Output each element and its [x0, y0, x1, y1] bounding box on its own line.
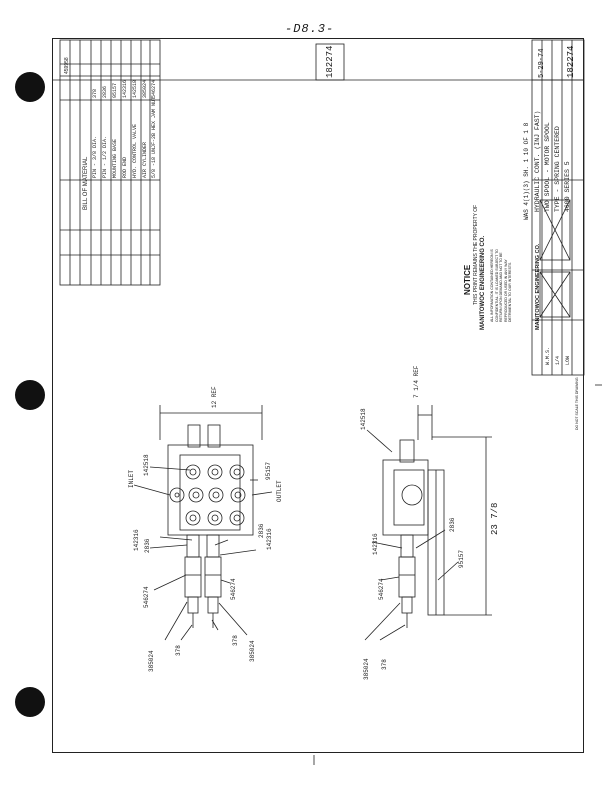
bom-row-3-part: 95157 — [112, 82, 118, 98]
drawing-number-top: 182274 — [325, 45, 335, 78]
callout-outlet: OUTLET — [276, 480, 283, 502]
bom-row-2-desc: PIN - 1/2 DIA. — [102, 135, 108, 178]
bom-row-6-part: 385024 — [142, 79, 148, 98]
bom-row-4-desc: ROD END — [122, 156, 128, 178]
dim-top-ref: 7 1/4 REF — [413, 365, 420, 398]
bom-row-4-part: 142316 — [122, 79, 128, 98]
bom-row-1-part: 378 — [92, 88, 98, 98]
drawing-border — [52, 38, 584, 753]
callout-385024-left-a: 385024 — [148, 650, 155, 672]
callout-142518-right: 142518 — [360, 408, 367, 430]
callout-142316-left-a: 142316 — [133, 529, 140, 551]
callout-546274-left-b: 546274 — [230, 578, 237, 600]
bom-row-2-part: 2836 — [102, 85, 108, 98]
title-line-4: 4600 SERIES 5 — [564, 161, 571, 212]
bom-corner-number: 459958 — [64, 57, 70, 74]
callout-378-left-a: 378 — [175, 645, 182, 656]
binder-hole — [15, 380, 45, 410]
bom-row-7-part: 546274 — [151, 79, 157, 98]
callout-142316-left-b: 142316 — [266, 528, 273, 550]
callout-142518-left: 142518 — [143, 454, 150, 476]
notice-line1: THIS PRINT REMAINS THE PROPERTY OF — [473, 204, 479, 305]
callout-546274-left-a: 546274 — [143, 586, 150, 608]
dim-12-ref: 12 REF — [211, 386, 218, 408]
notice-body: ALL INFORMATION CONTAINED HEREON IS CONF… — [490, 249, 512, 322]
page-label: -D8.3- — [285, 22, 335, 36]
bom-row-5-desc: HYD. CONTROL VALVE — [132, 123, 138, 178]
callout-2836-right: 2836 — [449, 517, 456, 532]
notice-title: NOTICE — [463, 264, 472, 295]
title-line-1: HYDRAULIC CONT. (INJ FAST) — [534, 110, 541, 212]
bom-title: BILL OF MATERIAL — [83, 156, 89, 210]
title-checked: LOW — [565, 355, 571, 365]
title-drawn-by: W.M.S. — [545, 346, 551, 365]
callout-546274-right: 546274 — [378, 578, 385, 600]
title-company: MANITOWOC ENGINEERING CO. — [535, 243, 541, 330]
title-was: WAS 4(1)(3) SH. 1 10 OF 1 8 — [523, 122, 530, 220]
title-date: 5-29-74 — [538, 48, 546, 78]
notice-company: MANITOWOC ENGINEERING CO. — [480, 235, 486, 330]
callout-378-left-b: 378 — [232, 635, 239, 646]
bom-row-6-desc: AIR CYLINDER — [142, 141, 148, 178]
callout-95157-right: 95157 — [458, 549, 465, 568]
title-line-3: TYPE - SPRING CENTERED — [554, 126, 561, 212]
callout-2836-left-a: 2836 — [144, 538, 151, 553]
title-drawing-number: 182274 — [566, 45, 576, 78]
callout-142316-right: 142316 — [372, 533, 379, 555]
dim-23-7-8: 23 7/8 — [490, 502, 500, 535]
callout-95157-left: 95157 — [265, 461, 272, 480]
binder-hole — [15, 687, 45, 717]
bom-row-3-desc: MOUNTING BASE — [112, 138, 118, 178]
title-scale: 1/4 — [555, 355, 561, 365]
callout-inlet: INLET — [128, 469, 135, 488]
callout-385024-right: 385024 — [363, 658, 370, 680]
title-line-2: TWO SPOOL - MOTOR SPOOL — [544, 122, 551, 212]
bom-row-5-part: 142518 — [132, 79, 138, 98]
do-not-scale-note: DO NOT SCALE THIS DRAWING — [575, 377, 579, 430]
bom-row-1-desc: PIN - 3/8 DIA. — [92, 135, 98, 178]
callout-378-right: 378 — [381, 659, 388, 670]
binder-hole — [15, 72, 45, 102]
callout-2836-left-b: 2836 — [258, 523, 265, 538]
bom-row-7-desc: 5/8 -18 UNJF-2B HEX JAM NUT — [151, 96, 157, 178]
callout-385024-left-b: 385024 — [249, 640, 256, 662]
